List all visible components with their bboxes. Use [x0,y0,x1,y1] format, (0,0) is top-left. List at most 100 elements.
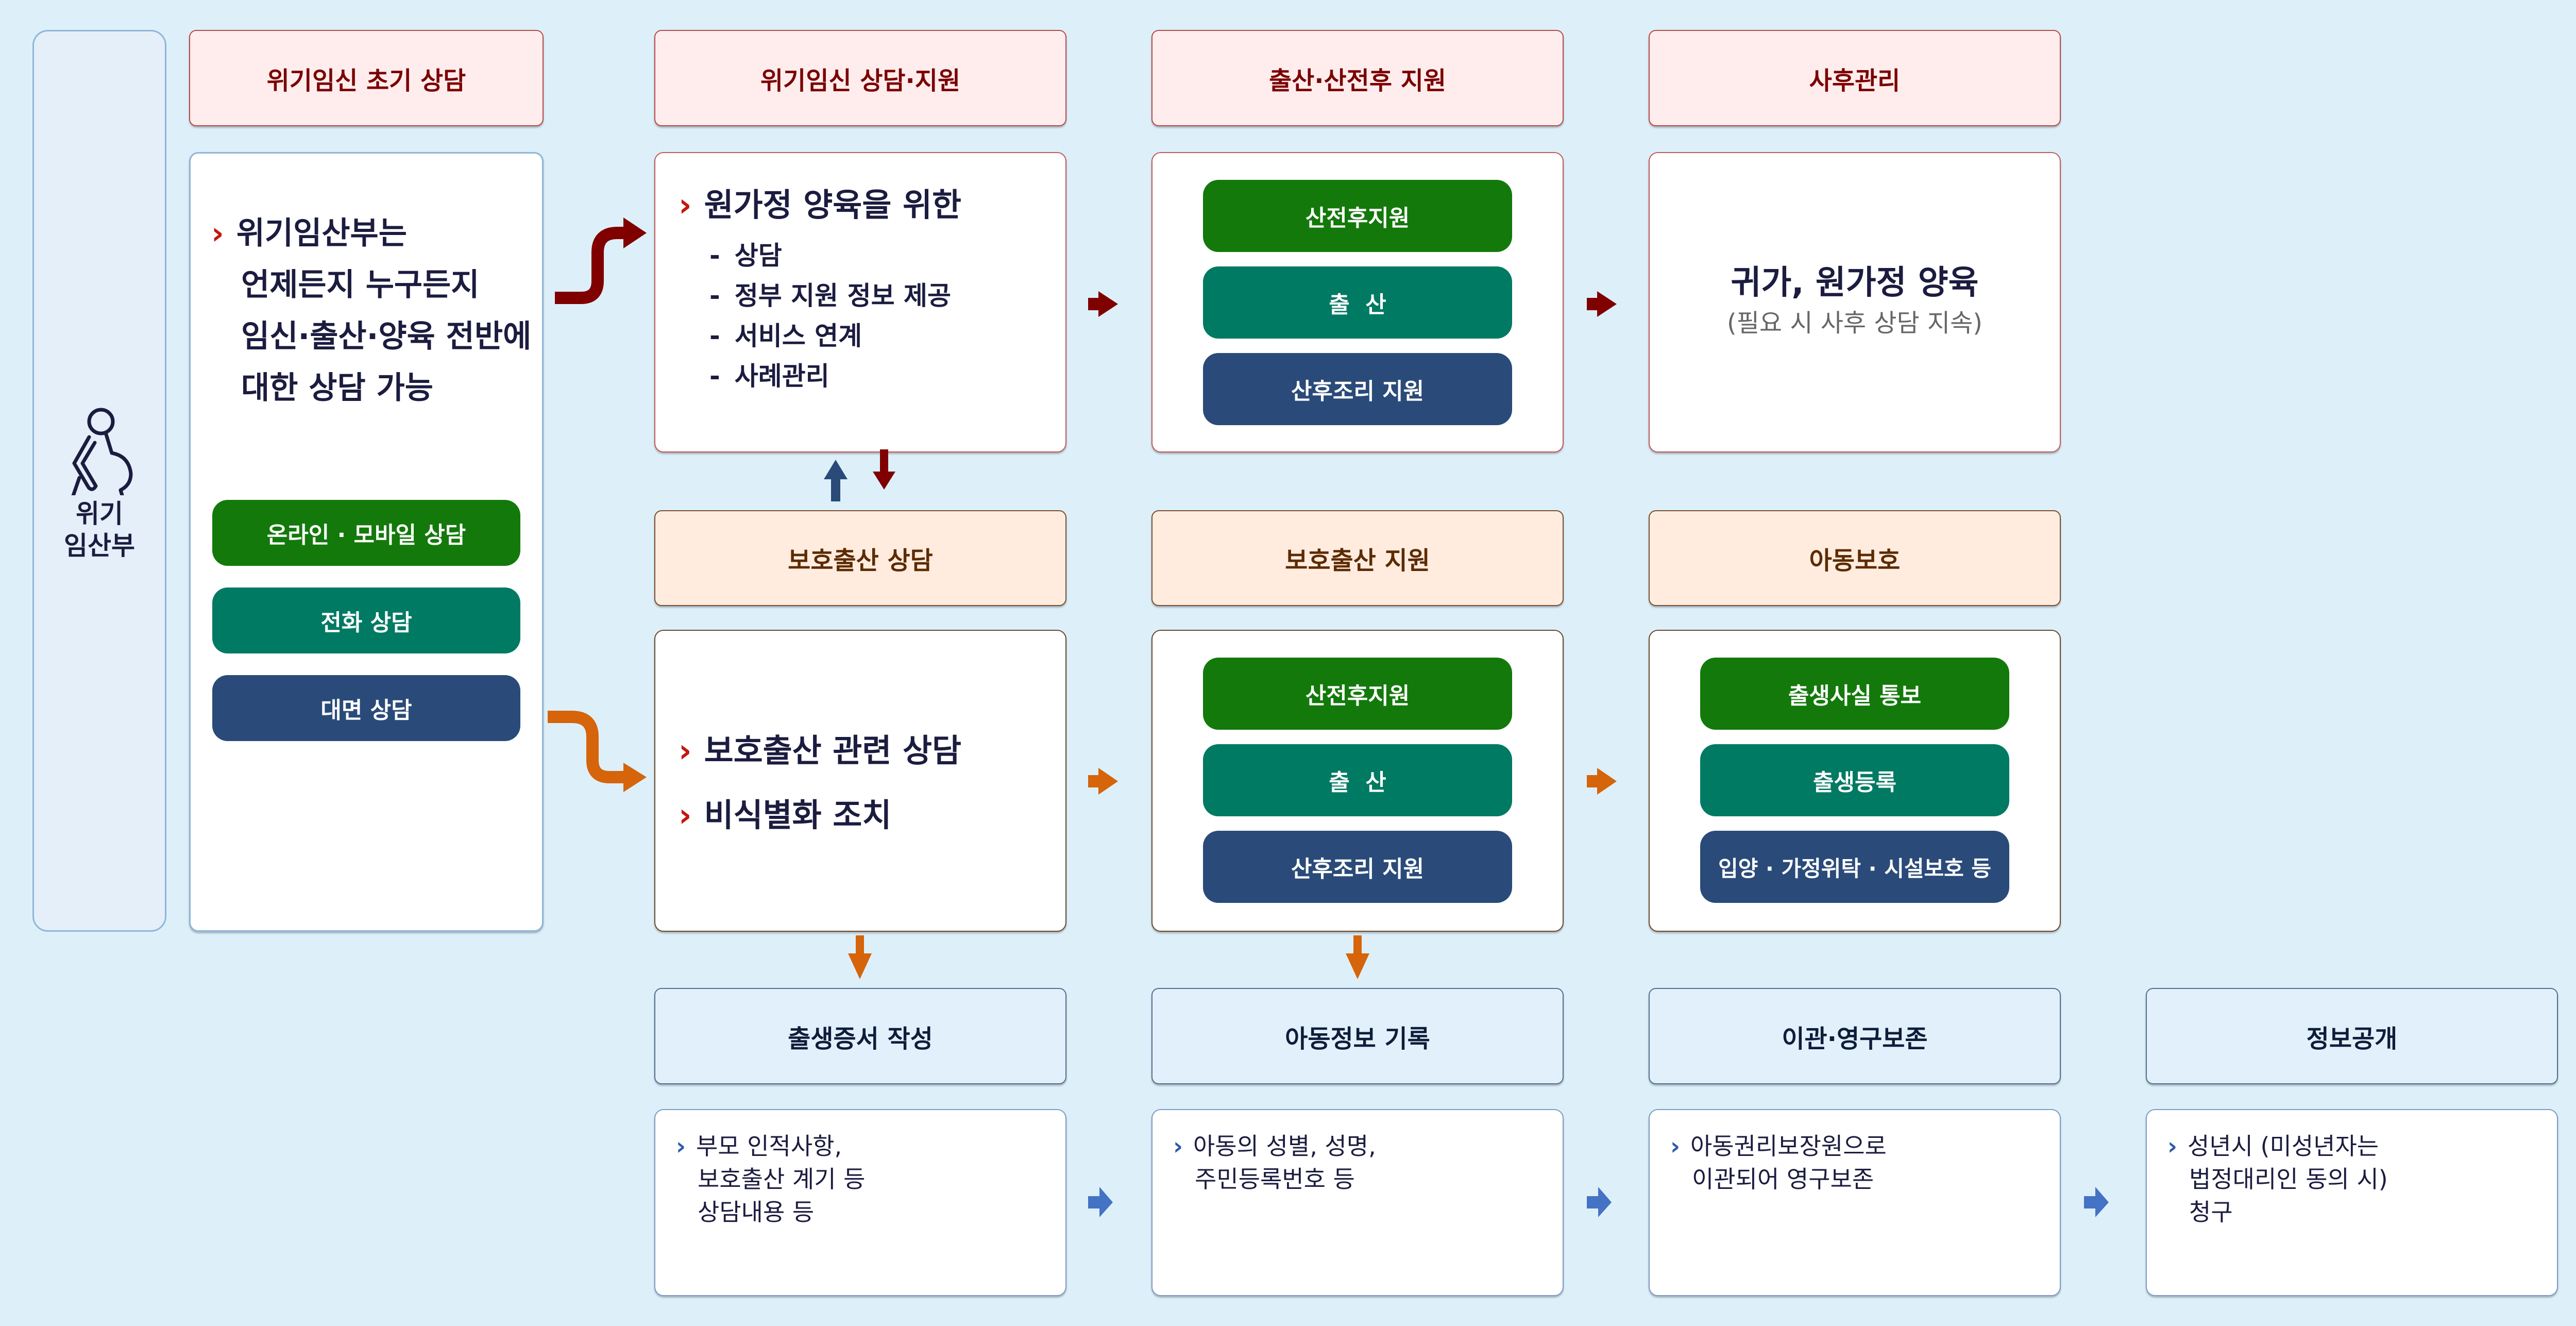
curved-arrow-down-right-icon [548,711,647,792]
pill-label: 출 산 [1329,769,1386,796]
item-text: 정부 지원 정보 제공 [734,281,951,311]
text-line: 청구 [2189,1198,2233,1226]
label-line1: 위기 [76,499,123,529]
pill-label: 출 산 [1329,292,1386,318]
record-text: ›아동권리보장원으로 이관되어 영구보존 [1670,1130,1887,1196]
initial-counsel-card: ›위기임산부는 언제든지 누구든지 임신·출산·양육 전반에 대한 상담 가능 … [189,152,544,932]
record-card-child-info: ›아동의 성별, 성명, 주민등록번호 등 [1151,1109,1564,1296]
text-line: 위기임산부는 [236,215,407,251]
header-text: 위기임신 초기 상담 [266,66,466,95]
pill-postnatal-care[interactable]: 산후조리 지원 [1203,831,1512,903]
pill-postnatal-care[interactable]: 산후조리 지원 [1203,353,1512,425]
text-line: 보호출산 계기 등 [698,1165,866,1193]
pill-label: 출생사실 통보 [1788,683,1922,709]
item-text: 서비스 연계 [734,321,862,351]
dash: - [709,241,720,271]
arrow-right-icon [1587,1187,1612,1217]
aftercare-main: 귀가, 원가정 양육 [1731,264,1979,302]
header-text: 아동정보 기록 [1285,1024,1430,1053]
pill-prenatal-support[interactable]: 산전후지원 [1203,658,1512,730]
pill-prenatal-support[interactable]: 산전후지원 [1203,180,1512,252]
dash: - [709,321,720,351]
pill-label: 산후조리 지원 [1291,378,1425,405]
list-item: ›보호출산 관련 상담 [679,718,961,783]
label-line2: 임산부 [64,531,135,561]
pill-label: 산후조리 지원 [1291,856,1425,882]
crisis-support-items: -상담 -정부 지원 정보 제공 -서비스 연계 -사례관리 [709,236,951,396]
aftercare-card: 귀가, 원가정 양육 (필요 시 사후 상담 지속) [1649,152,2061,452]
list-item: -정부 지원 정보 제공 [709,276,951,316]
dash: - [709,361,720,391]
header-text: 아동보호 [1809,546,1901,575]
child-protection-header: 아동보호 [1649,510,2061,606]
title-text: 원가정 양육을 위한 [704,186,962,224]
record-card-birth-certificate: ›부모 인적사항, 보호출산 계기 등 상담내용 등 [654,1109,1066,1296]
list-item: -서비스 연계 [709,316,951,356]
pill-birth[interactable]: 출 산 [1203,744,1512,816]
channel-phone[interactable]: 전화 상담 [212,588,520,653]
pill-label: 출생등록 [1813,769,1896,796]
pill-birth-registration[interactable]: 출생등록 [1700,744,2009,816]
channel-in-person[interactable]: 대면 상담 [212,675,520,741]
curved-arrow-up-right-icon [555,217,647,304]
channel-online-mobile[interactable]: 온라인 · 모바일 상담 [212,500,520,566]
crisis-support-title: › 원가정 양육을 위한 [679,179,961,225]
arrow-down-icon [848,935,872,979]
header-text: 보호출산 상담 [788,546,933,575]
item-text: 비식별화 조치 [704,796,892,834]
header-text: 위기임신 상담·지원 [760,66,961,95]
bullet-icon: › [679,796,692,834]
pill-adoption-foster[interactable]: 입양 · 가정위탁 · 시설보호 등 [1700,831,2009,903]
record-text: ›아동의 성별, 성명, 주민등록번호 등 [1173,1130,1376,1196]
item-text: 상담 [734,241,782,271]
arrow-right-icon [1587,768,1617,795]
text-line: 이관되어 영구보존 [1692,1165,1874,1193]
crisis-pregnant-panel: 위기 임산부 [32,30,166,932]
pill-label: 입양 · 가정위탁 · 시설보호 등 [1718,855,1992,881]
protected-support-header: 보호출산 지원 [1151,510,1564,606]
text-line: 부모 인적사항, [696,1132,842,1160]
text-line: 주민등록번호 등 [1195,1165,1355,1193]
pill-label: 전화 상담 [320,610,412,636]
arrow-right-icon [1088,1187,1113,1217]
text-line: 성년시 (미성년자는 [2187,1132,2379,1160]
text-line: 아동의 성별, 성명, [1193,1132,1376,1160]
dash: - [709,281,720,311]
text-line: 언제든지 누구든지 [241,267,480,303]
bullet-icon: › [679,732,692,769]
record-header-birth-certificate: 출생증서 작성 [654,988,1066,1084]
protected-counsel-card: ›보호출산 관련 상담 › 비식별화 조치 [654,630,1066,932]
pill-label: 산전후지원 [1305,683,1410,709]
aftercare-header: 사후관리 [1649,30,2061,126]
header-text: 이관·영구보존 [1782,1024,1928,1053]
text-line: 법정대리인 동의 시) [2189,1165,2388,1193]
text-line: 대한 상담 가능 [241,370,433,406]
bullet-icon: › [676,1132,686,1160]
pill-label: 온라인 · 모바일 상담 [266,522,466,548]
birth-support-header: 출산·산전후 지원 [1151,30,1564,126]
bullet-icon: › [1670,1132,1680,1160]
item-text: 사례관리 [734,361,829,391]
text-line: 임신·출산·양육 전반에 [241,318,532,355]
pill-label: 산전후지원 [1305,205,1410,231]
record-card-disclosure: ›성년시 (미성년자는 법정대리인 동의 시) 청구 [2146,1109,2558,1296]
pill-birth-notice[interactable]: 출생사실 통보 [1700,658,2009,730]
bullet-icon: › [679,186,692,224]
initial-text: › 위기임산부는 언제든지 누구든지 임신·출산·양육 전반에 대한 상담 가능 [211,208,531,414]
birth-support-card: 산전후지원 출 산 산후조리 지원 [1151,152,1564,452]
record-header-transfer-archive: 이관·영구보존 [1649,988,2061,1084]
bullet-icon: › [211,215,224,251]
record-header-child-info: 아동정보 기록 [1151,988,1564,1084]
panel-label: 위기 임산부 [34,498,165,562]
record-text: ›부모 인적사항, 보호출산 계기 등 상담내용 등 [676,1130,865,1229]
arrow-right-icon [1088,768,1118,795]
arrow-right-icon [1587,291,1617,317]
header-text: 사후관리 [1809,66,1901,95]
list-item: › 비식별화 조치 [679,783,961,847]
arrow-right-icon [2084,1187,2109,1217]
protected-support-card: 산전후지원 출 산 산후조리 지원 [1151,630,1564,932]
pill-birth[interactable]: 출 산 [1203,266,1512,339]
protected-counsel-header: 보호출산 상담 [654,510,1066,606]
arrow-right-icon [1088,291,1118,317]
